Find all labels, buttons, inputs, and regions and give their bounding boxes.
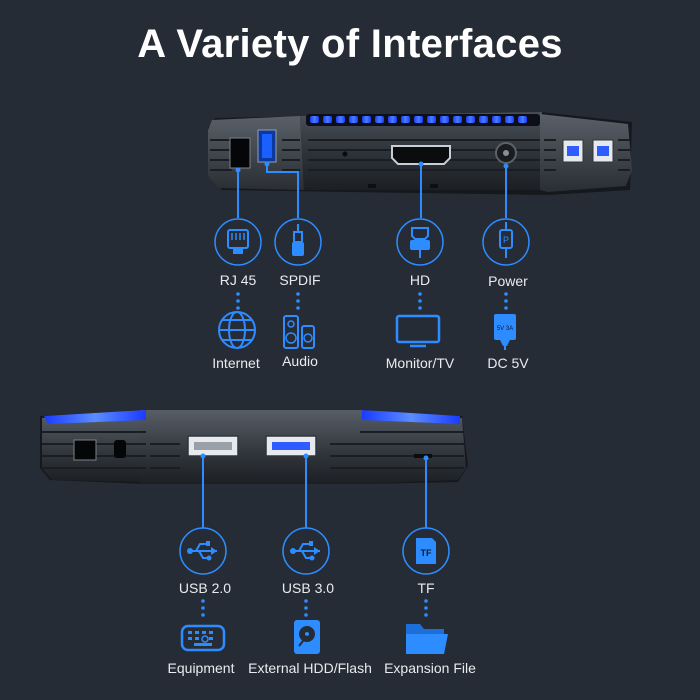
port-label-usb30: USB 3.0: [281, 580, 335, 596]
port-label-power: Power: [488, 273, 528, 289]
port-label-spdif: SPDIF: [279, 272, 321, 288]
power-adapter-icon: 5V 3A: [494, 314, 516, 350]
device-label-internet: Internet: [212, 355, 260, 371]
usb-icon: [179, 527, 227, 575]
speaker-icon: [283, 315, 315, 349]
port-label-usb20: USB 2.0: [178, 580, 232, 596]
adapter-rating-text: 5V 3A: [497, 326, 513, 332]
folder-icon: [406, 624, 448, 654]
power-plug-icon: P: [482, 218, 530, 266]
tf-card-icon: TF: [402, 527, 450, 575]
device-label-external-hdd: External HDD/Flash: [248, 660, 372, 676]
device-label-monitor: Monitor/TV: [385, 355, 455, 371]
port-label-rj45: RJ 45: [219, 272, 257, 288]
device-label-equipment: Equipment: [167, 660, 235, 676]
keyboard-icon: [180, 624, 226, 652]
tf-card-text: TF: [421, 548, 432, 558]
device-label-dc5v: DC 5V: [487, 355, 529, 371]
bottom-connector-lines: [202, 456, 427, 528]
top-device-body: [208, 112, 632, 195]
usb-icon: [282, 527, 330, 575]
monitor-icon: [395, 314, 441, 348]
ethernet-icon: [214, 218, 262, 266]
bottom-device-body: [40, 410, 468, 484]
hdmi-plug-icon: [396, 218, 444, 266]
port-label-tf: TF: [417, 580, 435, 596]
device-label-audio: Audio: [282, 353, 318, 369]
spdif-jack-icon: [274, 218, 322, 266]
top-connector-lines: [237, 164, 507, 218]
page-title: A Variety of Interfaces: [137, 22, 563, 66]
globe-icon: [218, 311, 256, 349]
device-label-expansion-file: Expansion File: [384, 660, 476, 676]
port-label-hd: HD: [409, 272, 431, 288]
svg-text:P: P: [503, 235, 509, 245]
hard-drive-icon: [294, 620, 320, 654]
